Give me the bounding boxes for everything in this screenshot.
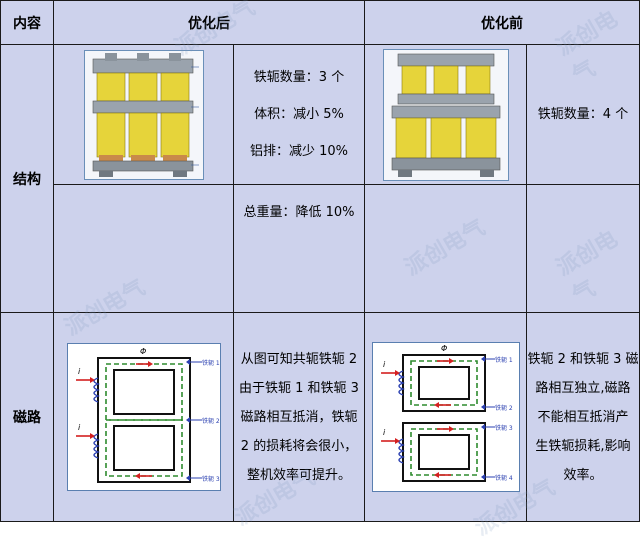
magnetic-before-line: 不能相互抵消产: [537, 409, 629, 425]
current-label: i: [383, 428, 386, 437]
yoke-label: 铁轭 3: [495, 424, 513, 432]
structure-after-line: 铁轭数量：3 个: [253, 70, 345, 85]
header-before: 优化前: [364, 0, 640, 45]
magnetic-before-line: 铁轭 2 和铁轭 3 磁: [527, 351, 639, 367]
yoke-label: 铁轭 2: [495, 404, 513, 412]
magnetic-before-line: 路相互独立,磁路: [535, 380, 631, 396]
comparison-table: 内容 优化后 优化前 结构: [0, 0, 640, 522]
magnetic-after-line: 2 的损耗将会很小，: [240, 438, 358, 454]
phi-label: Φ: [441, 344, 447, 353]
magnetic-before-diagram: Φ i i 铁轭 1 铁轭 2 铁轭 3 铁轭 4: [371, 342, 520, 492]
magnetic-before-image-cell: Φ i i 铁轭 1 铁轭 2 铁轭 3 铁轭 4: [364, 312, 527, 522]
yoke-label: 铁轭 1: [202, 359, 220, 367]
transformer-before-image: [382, 48, 509, 181]
current-label: i: [78, 367, 81, 376]
magnetic-before-text: 铁轭 2 和铁轭 3 磁 路相互独立,磁路 不能相互抵消产 生铁轭损耗,影响 效…: [526, 312, 640, 522]
magnetic-after-line: 整机效率可提升。: [246, 467, 351, 483]
current-label: i: [78, 423, 81, 432]
magnetic-before-line: 生铁轭损耗,影响: [535, 438, 631, 454]
current-label: i: [383, 360, 386, 369]
magnetic-after-text: 从图可知共轭铁轭 2 由于铁轭 1 和铁轭 3 磁路相互抵消，铁轭 2 的损耗将…: [233, 312, 365, 522]
magnetic-after-line: 磁路相互抵消，铁轭: [240, 409, 358, 425]
weight-before-empty-1: [364, 184, 527, 313]
yoke-label: 铁轭 4: [495, 474, 513, 482]
structure-after-line: 体积：减小 5%: [254, 107, 344, 122]
structure-before-line: 铁轭数量：4 个: [537, 107, 629, 122]
magnetic-after-line: 从图可知共轭铁轭 2: [240, 351, 358, 367]
weight-after-empty: [53, 184, 234, 313]
yoke-label: 铁轭 3: [202, 475, 220, 483]
transformer-after-image: [83, 49, 204, 180]
row-label-structure: 结构: [0, 44, 54, 313]
weight-after-text: 总重量：降低 10%: [233, 184, 365, 313]
magnetic-before-line: 效率。: [563, 467, 603, 483]
row-label-magnetic: 磁路: [0, 312, 54, 522]
phi-label: Φ: [140, 347, 146, 356]
yoke-label: 铁轭 1: [495, 356, 513, 364]
structure-after-line: 铝排：减少 10%: [249, 144, 349, 159]
yoke-label: 铁轭 2: [202, 417, 220, 425]
magnetic-after-image-cell: Φ i i 铁轭 1 铁轭 2 铁轭 3: [53, 312, 234, 522]
magnetic-after-line: 由于铁轭 1 和铁轭 3: [239, 380, 359, 396]
structure-after-image-cell: [53, 44, 234, 185]
structure-after-text: 铁轭数量：3 个 体积：减小 5% 铝排：减少 10%: [233, 44, 365, 185]
structure-before-image-cell: [364, 44, 527, 185]
weight-before-empty-2: [526, 184, 640, 313]
header-content: 内容: [0, 0, 54, 45]
magnetic-after-diagram: Φ i i 铁轭 1 铁轭 2 铁轭 3: [66, 343, 221, 491]
structure-before-text: 铁轭数量：4 个: [526, 44, 640, 185]
header-after: 优化后: [53, 0, 365, 45]
